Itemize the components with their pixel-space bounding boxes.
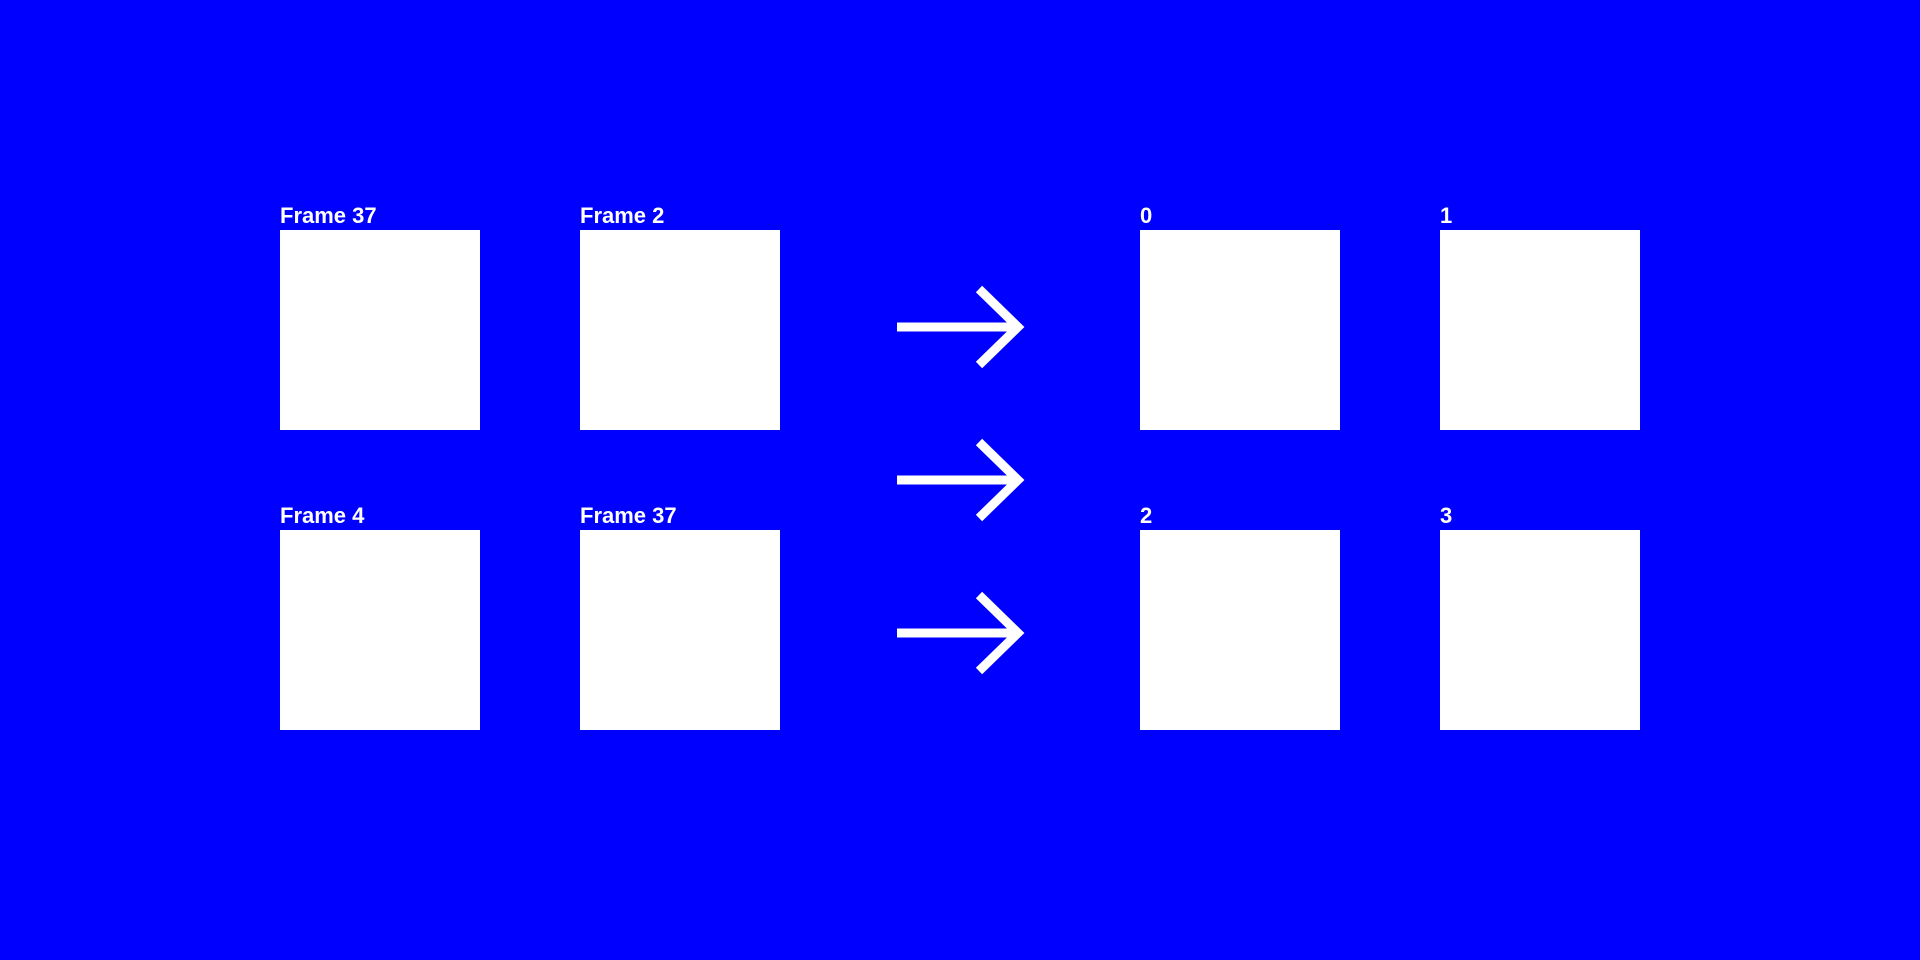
result-frame[interactable]: 2 (1140, 503, 1340, 730)
frame-box[interactable] (1140, 530, 1340, 730)
frame-label: 3 (1440, 503, 1453, 528)
frame-box[interactable] (1440, 230, 1640, 430)
result-frame[interactable]: 0 (1140, 203, 1340, 430)
source-frame[interactable]: Frame 37 (580, 503, 780, 730)
frame-label: 2 (1140, 503, 1153, 528)
frame-label: Frame 37 (280, 203, 377, 228)
source-frame[interactable]: Frame 2 (580, 203, 780, 430)
frame-box[interactable] (1440, 530, 1640, 730)
frame-label: Frame 37 (580, 503, 677, 528)
frame-box[interactable] (280, 530, 480, 730)
result-frame[interactable]: 3 (1440, 503, 1640, 730)
frame-box[interactable] (580, 230, 780, 430)
source-frame[interactable]: Frame 4 (280, 503, 480, 730)
frame-label: Frame 2 (580, 203, 665, 228)
arrow-right-icon (897, 438, 1025, 522)
arrow-right-icon (897, 285, 1025, 369)
frame-box[interactable] (1140, 230, 1340, 430)
frame-label: 0 (1140, 203, 1153, 228)
source-frame[interactable]: Frame 37 (280, 203, 480, 430)
result-frame[interactable]: 1 (1440, 203, 1640, 430)
frame-box[interactable] (280, 230, 480, 430)
frame-label: Frame 4 (280, 503, 365, 528)
frame-label: 1 (1440, 203, 1453, 228)
frame-box[interactable] (580, 530, 780, 730)
arrow-right-icon (897, 591, 1025, 675)
